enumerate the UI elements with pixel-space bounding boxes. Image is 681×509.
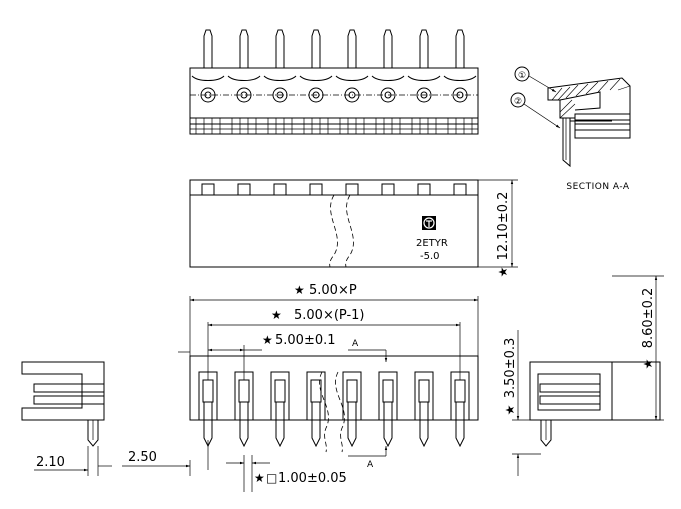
- part-marking: 2ETYR: [416, 238, 448, 249]
- body-notch: [237, 183, 251, 196]
- top-view: [189, 29, 479, 135]
- front-pin: [342, 371, 362, 448]
- dim-pitch-minus-one: 5.00×(P-1): [294, 308, 365, 323]
- top-pin: [191, 29, 225, 135]
- body-notch: [201, 183, 215, 196]
- body-outline: [189, 179, 479, 268]
- svg-text:★: ★: [641, 359, 655, 370]
- dim-pin-size: 1.00±0.05: [278, 471, 347, 486]
- svg-text:★: ★: [271, 308, 282, 322]
- front-pin-view: ★ □ 1.00±0.05: [189, 355, 479, 492]
- connector-logo-icon: [422, 216, 436, 230]
- section-mark-bottom: A: [367, 460, 374, 470]
- dim-left-250: 2.50: [128, 450, 157, 465]
- top-pin: [407, 29, 441, 135]
- section-view: ① ② SECTION A-A: [510, 66, 631, 192]
- body-notch: [453, 183, 467, 196]
- square-symbol: □: [266, 471, 277, 485]
- horizontal-dimensions: ★ 5.00×P ★ 5.00×(P-1) ★ 5.00±0.1 A A: [178, 283, 479, 470]
- top-pin: [299, 29, 333, 135]
- body-view: 2ETYR -5.0 12.10±0.2 ★: [189, 179, 518, 278]
- dim-height-body: 12.10±0.2: [496, 192, 511, 261]
- front-pin: [306, 371, 326, 448]
- left-side-view: 2.10 2.50: [21, 361, 191, 476]
- dim-pitch-single: 5.00±0.1: [275, 333, 336, 348]
- front-pin: [234, 371, 254, 448]
- svg-text:★: ★: [262, 333, 273, 347]
- front-pin: [414, 371, 434, 448]
- front-outline: [189, 355, 479, 421]
- front-pin: [450, 371, 470, 448]
- callout-1: ①: [518, 71, 526, 81]
- body-notch: [417, 183, 431, 196]
- svg-text:★: ★: [254, 471, 265, 485]
- top-view-outline: [189, 67, 479, 135]
- pitch-marking: -5.0: [420, 251, 440, 262]
- front-pin: [198, 371, 218, 448]
- section-label: SECTION A-A: [566, 182, 630, 192]
- star-height-body: ★: [496, 267, 510, 278]
- right-side-view: 8.60±0.2 ★ 3.50±0.3 ★: [503, 275, 664, 476]
- top-pin: [263, 29, 297, 135]
- body-notch: [273, 183, 287, 196]
- top-pin: [371, 29, 405, 135]
- dim-pitch-total: 5.00×P: [309, 283, 357, 298]
- section-mark-top: A: [352, 339, 359, 349]
- dim-side-height: 8.60±0.2: [641, 288, 656, 349]
- front-pin: [270, 371, 290, 448]
- svg-text:★: ★: [294, 283, 305, 297]
- body-notch: [345, 183, 359, 196]
- top-pin: [443, 29, 477, 135]
- body-notch: [381, 183, 395, 196]
- top-pin: [227, 29, 261, 135]
- dim-pin-offset: 3.50±0.3: [503, 338, 518, 399]
- front-pin: [378, 371, 398, 448]
- callout-2: ②: [514, 97, 522, 107]
- svg-text:★: ★: [503, 405, 517, 416]
- body-notch: [309, 183, 323, 196]
- top-pin: [335, 29, 369, 135]
- dim-left-210: 2.10: [36, 455, 65, 470]
